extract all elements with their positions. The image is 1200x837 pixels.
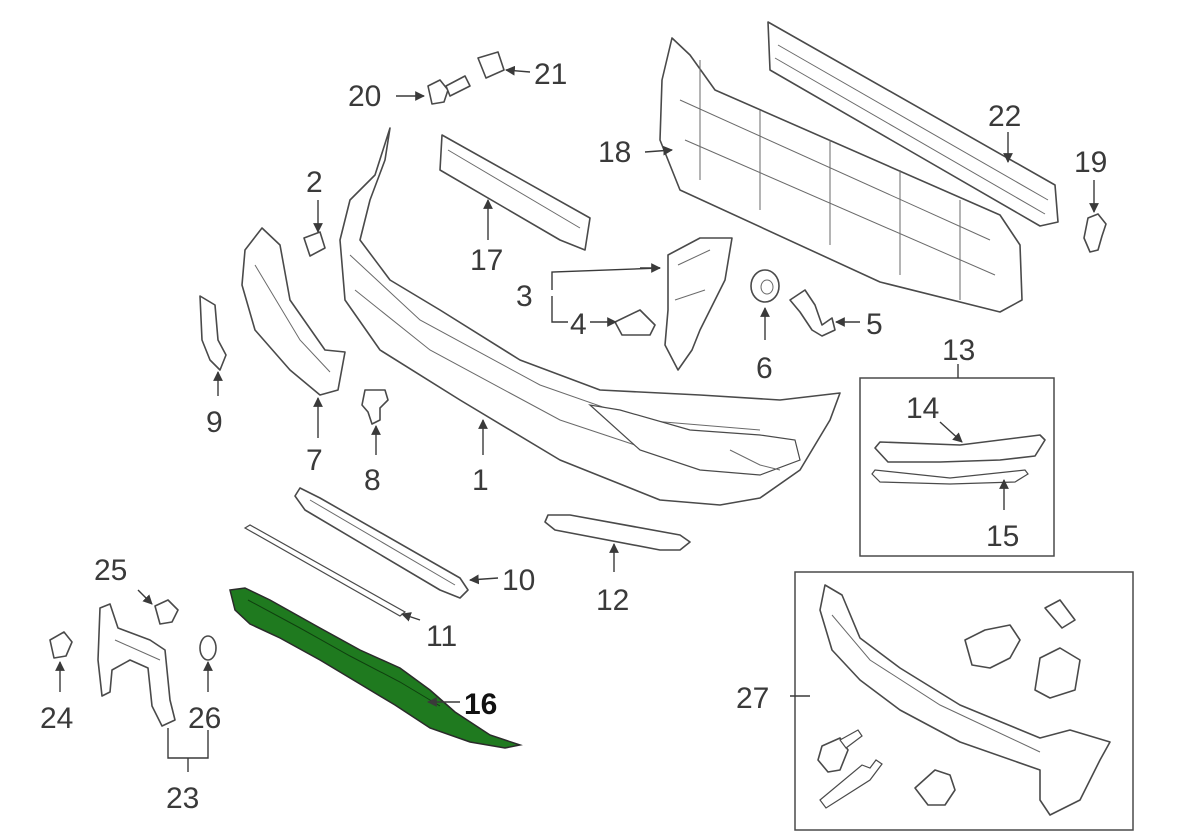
part-9-bracket[interactable] (199, 295, 227, 371)
callout-1[interactable]: 1 (472, 464, 489, 497)
part-16-skid-plate[interactable] (229, 587, 523, 749)
callout-11[interactable]: 11 (426, 620, 457, 653)
part-5-bolt[interactable] (789, 289, 836, 337)
part-14-trim[interactable] (874, 434, 1046, 463)
callout-21[interactable]: 21 (534, 58, 567, 91)
part-19-push-pin[interactable] (1083, 213, 1107, 253)
callout-18[interactable]: 18 (598, 136, 631, 169)
callout-7[interactable]: 7 (306, 444, 323, 477)
callout-12[interactable]: 12 (596, 584, 629, 617)
part-1-bumper-cover[interactable] (339, 127, 841, 506)
callout-4[interactable]: 4 (570, 308, 587, 341)
part-18-absorber[interactable] (659, 37, 1023, 313)
part-27-kit[interactable] (817, 584, 1111, 816)
part-26-clip[interactable] (199, 635, 217, 661)
callout-2[interactable]: 2 (306, 166, 323, 199)
part-20-bolt[interactable] (427, 75, 471, 105)
callout-13[interactable]: 13 (942, 334, 975, 367)
part-3-bracket[interactable] (664, 237, 733, 371)
callout-6[interactable]: 6 (756, 352, 773, 385)
callout-10[interactable]: 10 (502, 564, 535, 597)
kit-27-frame (794, 571, 1134, 831)
callout-19[interactable]: 19 (1074, 146, 1107, 179)
part-11-trim-strip[interactable] (243, 524, 407, 617)
part-15-molding[interactable] (871, 469, 1029, 485)
part-2-clip[interactable] (303, 231, 326, 257)
callout-17[interactable]: 17 (470, 244, 503, 277)
callout-23[interactable]: 23 (166, 782, 199, 815)
part-4-bracket[interactable] (614, 309, 656, 336)
callout-labels: 20 21 2 18 17 22 19 3 4 6 5 9 7 8 1 13 1… (40, 58, 1107, 815)
part-10-lower-grille[interactable] (294, 487, 469, 599)
part-23-bracket-assembly[interactable] (97, 603, 176, 727)
callout-9[interactable]: 9 (206, 406, 223, 439)
callout-8[interactable]: 8 (364, 464, 381, 497)
part-6-spacer[interactable] (750, 269, 780, 303)
callout-16[interactable]: 16 (464, 688, 497, 721)
callout-22[interactable]: 22 (988, 100, 1021, 133)
part-8-push-pin[interactable] (361, 389, 389, 425)
callout-20[interactable]: 20 (348, 80, 381, 113)
callout-5[interactable]: 5 (866, 308, 883, 341)
callout-14[interactable]: 14 (906, 392, 939, 425)
leader-lines (55, 65, 1099, 772)
part-12-side-grille[interactable] (544, 514, 691, 551)
part-24-bolt[interactable] (49, 631, 73, 659)
kit-13-frame (859, 377, 1055, 557)
callout-24[interactable]: 24 (40, 702, 73, 735)
part-21-clip[interactable] (477, 51, 505, 79)
part-25-screw[interactable] (154, 599, 179, 625)
callout-3[interactable]: 3 (516, 280, 533, 313)
part-17-upper-grille[interactable] (439, 134, 591, 251)
callout-26[interactable]: 26 (188, 702, 221, 735)
callout-15[interactable]: 15 (986, 520, 1019, 553)
callout-27[interactable]: 27 (736, 682, 769, 715)
part-7-side-cover[interactable] (241, 227, 346, 396)
callout-25[interactable]: 25 (94, 554, 127, 587)
